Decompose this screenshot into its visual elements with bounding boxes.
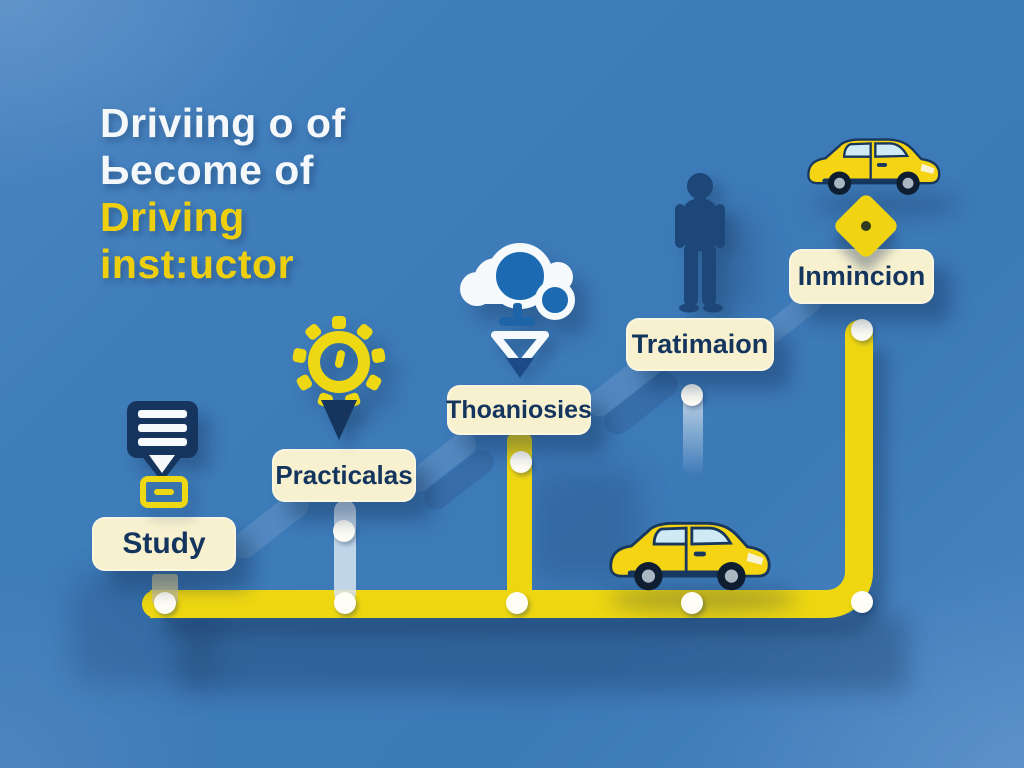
car-icon [609,521,771,591]
timeline-dot [681,592,703,614]
post-dot [681,384,703,406]
title-line-2: Ьecome of [100,147,314,193]
post-dot [851,319,873,341]
cloud-network-icon [455,240,625,335]
card-outline-icon [140,476,188,508]
post-practicalas [334,500,356,604]
car-shadow [608,586,798,612]
map-pointer-icon [321,400,357,440]
chevron-down-icon [491,331,549,370]
card-dash [154,489,174,495]
diamond-dot [861,221,871,231]
person-icon [675,173,725,313]
step-label-text: Study [122,527,206,560]
chevron-tip [506,358,534,378]
post-dot [333,520,355,542]
title-line-3: Driving [100,194,245,240]
step-label-tratimaion: Tratimaion [626,318,774,371]
timeline-dot [334,592,356,614]
timeline-dot [851,591,873,613]
step-label-text: Practicalas [275,460,413,490]
cloud-stand-base [499,317,535,326]
gear-magnifier-icon [291,316,387,409]
path-shadow-band [178,614,908,692]
timeline-path [150,333,873,618]
step-label-inmincion: Inmincion [789,249,934,304]
step-label-text: Inmincion [797,261,926,291]
step-label-practicalas: Practicalas [272,449,416,502]
title-line-1: Driviing o of [100,100,346,146]
chat-lines-icon [127,401,198,458]
post-dot [510,451,532,473]
timeline-dot [506,592,528,614]
title-block: Driviing o of Ьecome of Driving inst:uct… [100,100,520,288]
step-label-text: Tratimaion [631,329,769,359]
step-label-text: Thoaniosies [446,395,592,424]
chat-pointer-inner [149,455,175,473]
timeline-dot [154,592,176,614]
post-tratimaion [683,388,703,476]
car-icon [807,138,941,195]
step-label-study: Study [92,517,236,571]
title-line-4: inst:uctor [100,241,295,287]
cloud-stand [513,303,522,322]
step-label-thoaniosies: Thoaniosies [446,385,592,435]
